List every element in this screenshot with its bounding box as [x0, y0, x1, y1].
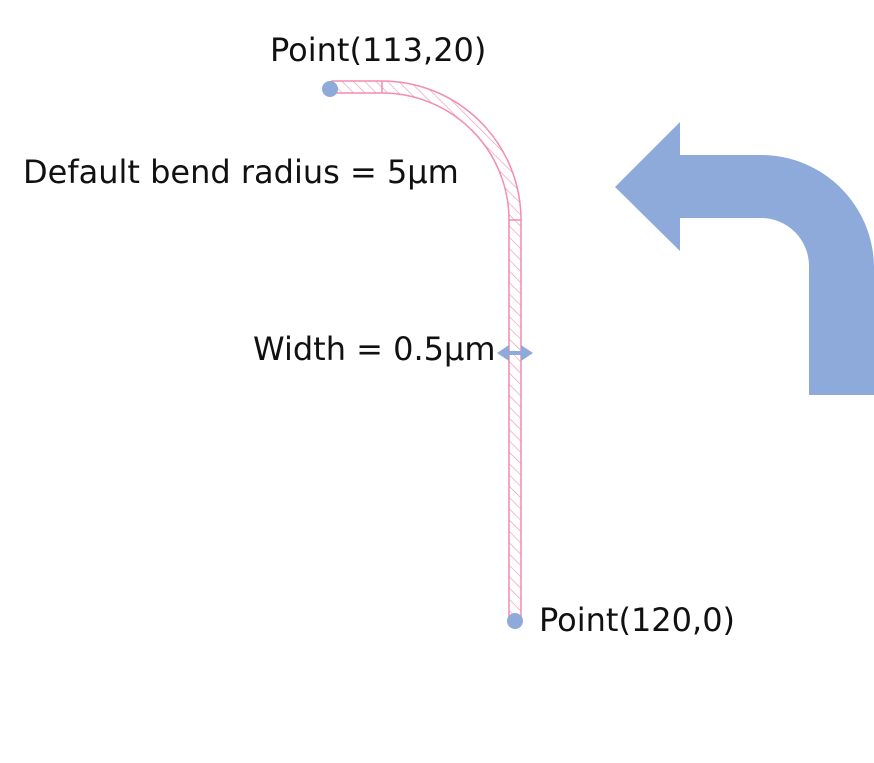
end-point-marker	[507, 613, 523, 629]
start-point-marker	[322, 81, 338, 97]
bend-radius-label: Default bend radius = 5μm	[23, 153, 459, 191]
start-point-label: Point(113,20)	[270, 31, 487, 69]
end-point-label: Point(120,0)	[539, 601, 736, 639]
turn-left-arrow-icon	[615, 122, 874, 395]
double-headed-arrow-icon	[497, 345, 533, 361]
width-label: Width = 0.5μm	[253, 330, 496, 368]
